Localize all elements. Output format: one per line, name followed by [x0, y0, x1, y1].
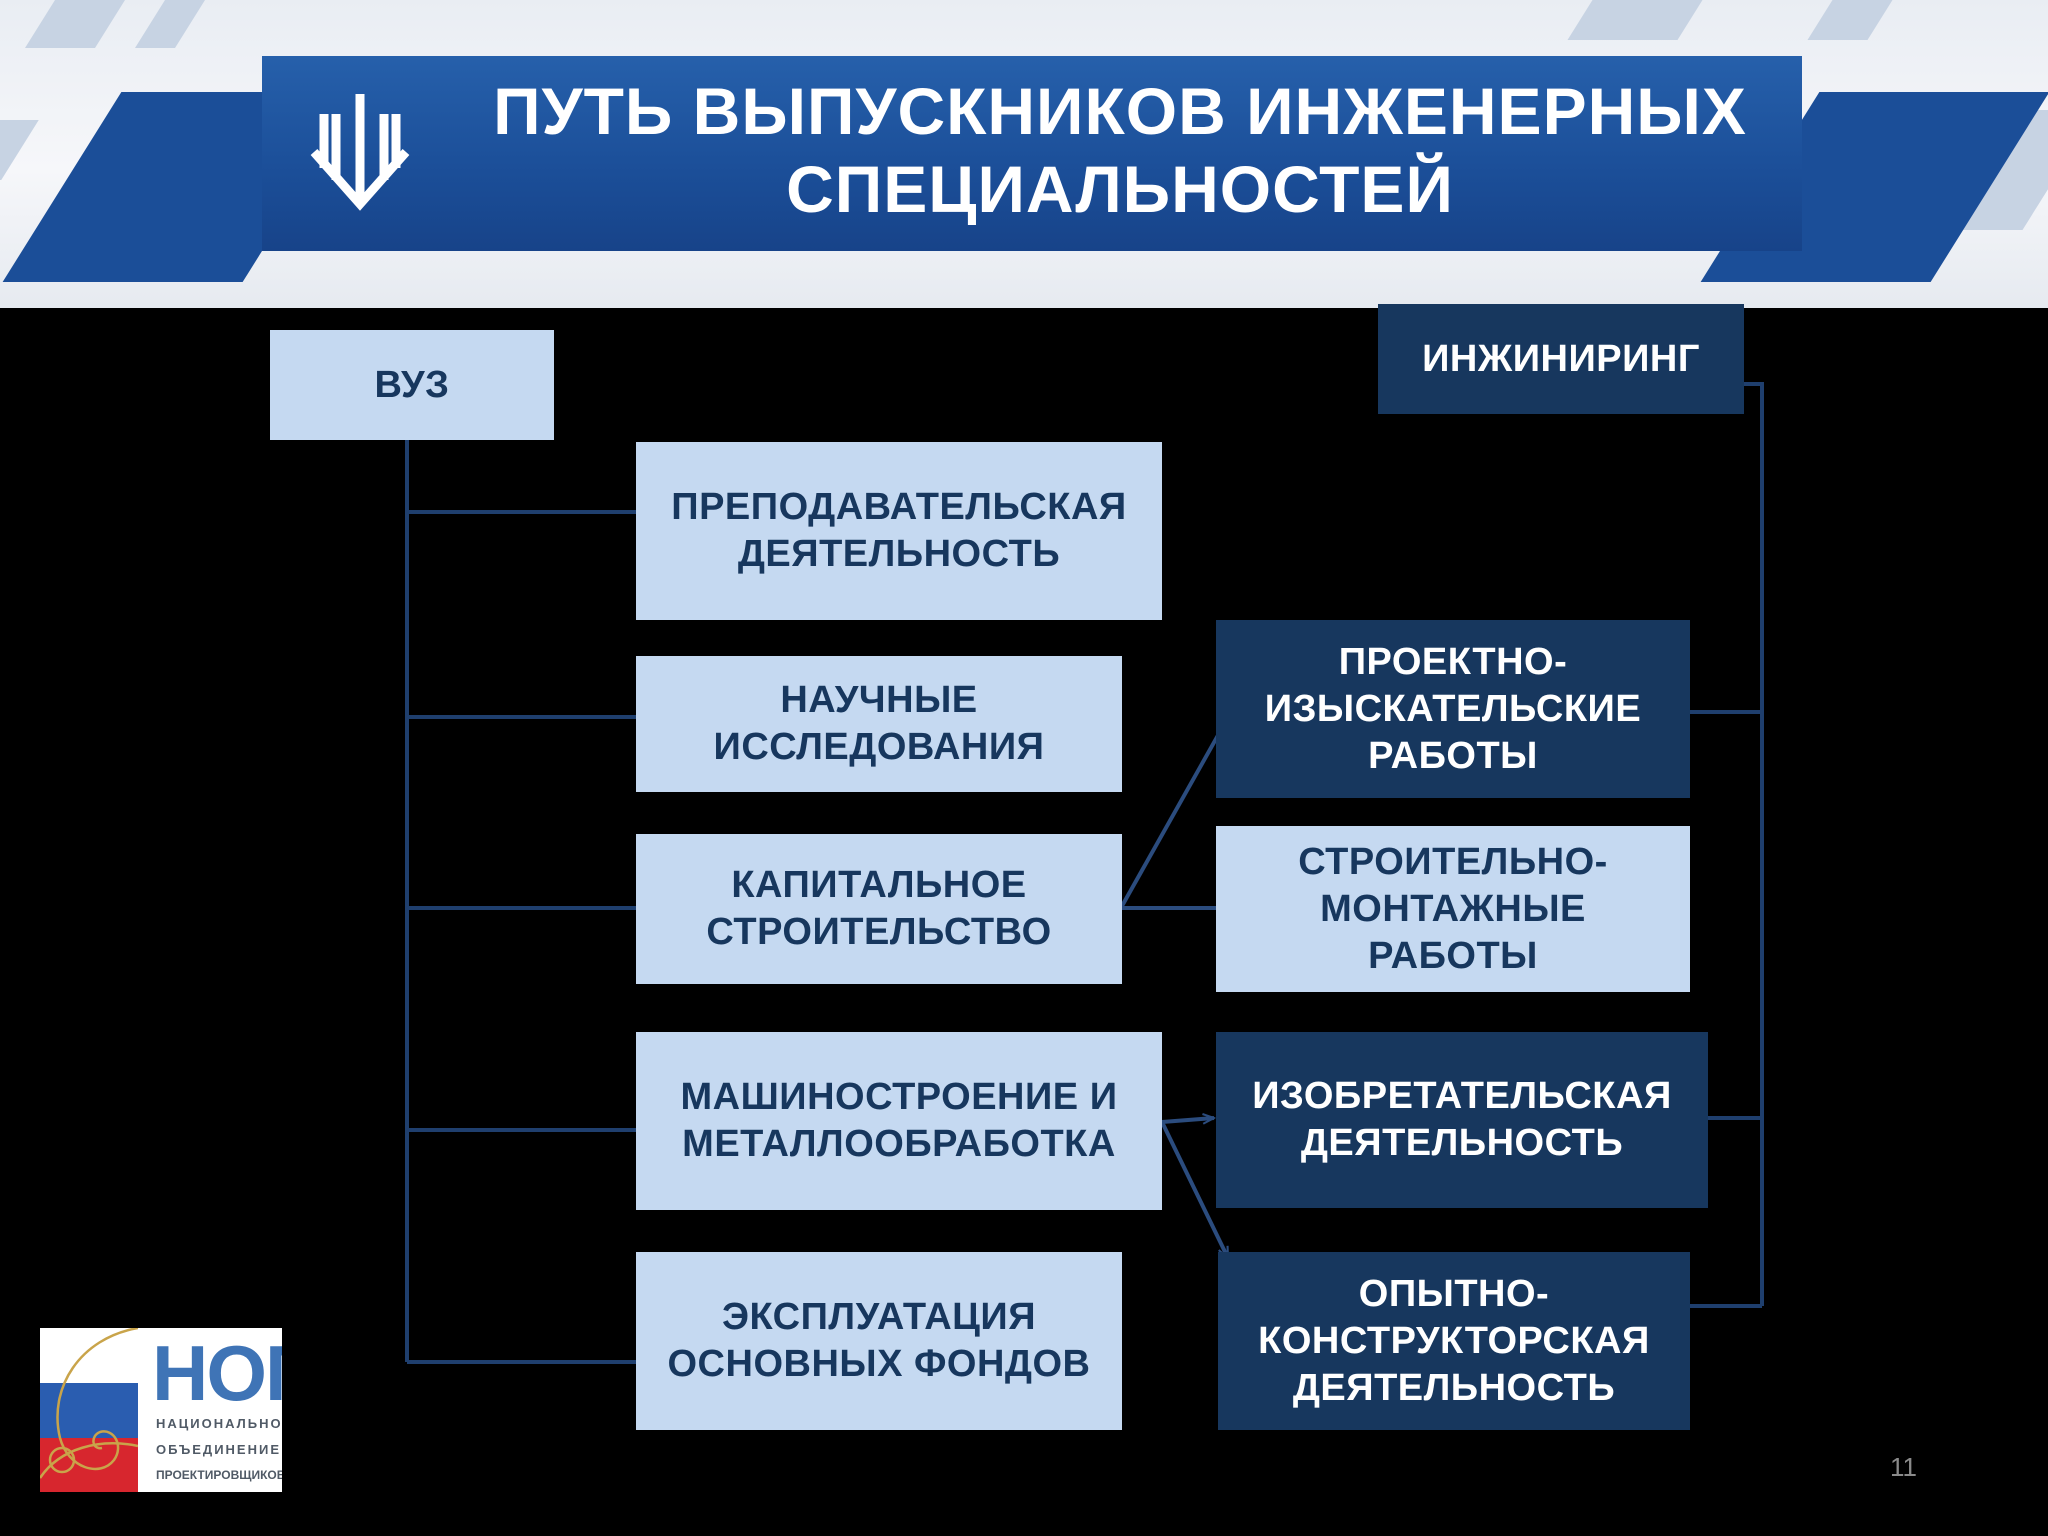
node-research-line-1: НАУЧНЫЕ: [780, 679, 978, 721]
node-fixed-assets-line-1: ЭКСПЛУАТАЦИЯ: [721, 1296, 1037, 1338]
node-vuz-label: ВУЗ: [374, 363, 450, 406]
node-research: НАУЧНЫЕ ИССЛЕДОВАНИЯ: [636, 656, 1122, 792]
node-teaching: ПРЕПОДАВАТЕЛЬСКАЯ ДЕЯТЕЛЬНОСТЬ: [636, 442, 1162, 620]
page-title: ПУТЬ ВЫПУСКНИКОВ ИНЖЕНЕРНЫХ СПЕЦИАЛЬНОСТ…: [440, 72, 1800, 228]
header-band: ПУТЬ ВЫПУСКНИКОВ ИНЖЕНЕРНЫХ СПЕЦИАЛЬНОСТ…: [0, 0, 2048, 308]
nop-logo-line-2: ОБЪЕДИНЕНИЕ: [156, 1442, 282, 1457]
node-vuz: ВУЗ: [270, 330, 554, 440]
node-capital-construction-line-2: СТРОИТЕЛЬСТВО: [706, 911, 1052, 953]
node-experimental-design-line-2: КОНСТРУКТОРСКАЯ: [1258, 1319, 1650, 1362]
company-logo-icon: [310, 94, 410, 211]
title-banner: [262, 56, 1802, 251]
arrow-machine-to-experimental: [1160, 1121, 1230, 1258]
node-machine-building-line-2: МЕТАЛЛООБРАБОТКА: [682, 1123, 1116, 1165]
engineering-trunk-line: [1744, 382, 1764, 1306]
nop-logo: НОП НАЦИОНАЛЬНОЕ ОБЪЕДИНЕНИЕ ПРОЕКТИРОВЩ…: [40, 1328, 282, 1492]
nop-logo-line-3: ПРОЕКТИРОВЩИКОВ: [156, 1468, 282, 1482]
page-number: 11: [1890, 1452, 1917, 1482]
node-machine-building-line-1: МАШИНОСТРОЕНИЕ И: [680, 1076, 1118, 1118]
nop-logo-line-1: НАЦИОНАЛЬНОЕ: [156, 1416, 282, 1431]
node-inventive-line-1: ИЗОБРЕТАТЕЛЬСКАЯ: [1252, 1075, 1672, 1117]
node-experimental-design: ОПЫТНО- КОНСТРУКТОРСКАЯ ДЕЯТЕЛЬНОСТЬ: [1218, 1252, 1690, 1430]
node-fixed-assets: ЭКСПЛУАТАЦИЯ ОСНОВНЫХ ФОНДОВ: [636, 1252, 1122, 1430]
node-inventive: ИЗОБРЕТАТЕЛЬСКАЯ ДЕЯТЕЛЬНОСТЬ: [1216, 1032, 1708, 1208]
node-capital-construction: КАПИТАЛЬНОЕ СТРОИТЕЛЬСТВО: [636, 834, 1122, 984]
node-design-survey-line-3: РАБОТЫ: [1368, 734, 1538, 777]
node-construction-installation-line-3: РАБОТЫ: [1368, 934, 1538, 977]
russian-flag-spiral-icon: [40, 1328, 138, 1492]
node-capital-construction-line-1: КАПИТАЛЬНОЕ: [731, 864, 1027, 906]
node-engineering: ИНЖИНИРИНГ: [1378, 304, 1744, 414]
node-engineering-label: ИНЖИНИРИНГ: [1422, 337, 1700, 380]
node-construction-installation: СТРОИТЕЛЬНО- МОНТАЖНЫЕ РАБОТЫ: [1216, 826, 1690, 992]
node-experimental-design-line-1: ОПЫТНО-: [1358, 1272, 1550, 1315]
node-machine-building: МАШИНОСТРОЕНИЕ И МЕТАЛЛООБРАБОТКА: [636, 1032, 1162, 1210]
node-design-survey-line-1: ПРОЕКТНО-: [1338, 640, 1568, 683]
node-fixed-assets-line-2: ОСНОВНЫХ ФОНДОВ: [667, 1343, 1091, 1385]
nop-logo-title: НОП: [152, 1329, 282, 1417]
node-inventive-line-2: ДЕЯТЕЛЬНОСТЬ: [1300, 1122, 1624, 1164]
page-title-line-2: СПЕЦИАЛЬНОСТЕЙ: [786, 152, 1454, 226]
node-design-survey-line-2: ИЗЫСКАТЕЛЬСКИЕ: [1264, 687, 1642, 730]
node-design-survey: ПРОЕКТНО- ИЗЫСКАТЕЛЬСКИЕ РАБОТЫ: [1216, 620, 1690, 798]
arrow-machine-to-inventive: [1161, 1118, 1214, 1122]
node-construction-installation-line-1: СТРОИТЕЛЬНО-: [1298, 840, 1608, 883]
node-teaching-line-1: ПРЕПОДАВАТЕЛЬСКАЯ: [671, 486, 1127, 528]
page-title-line-1: ПУТЬ ВЫПУСКНИКОВ ИНЖЕНЕРНЫХ: [493, 74, 1747, 148]
node-construction-installation-line-2: МОНТАЖНЫЕ: [1320, 887, 1586, 930]
arrow-capital-to-design: [1120, 714, 1232, 907]
node-experimental-design-line-3: ДЕЯТЕЛЬНОСТЬ: [1292, 1366, 1616, 1409]
node-teaching-line-2: ДЕЯТЕЛЬНОСТЬ: [737, 533, 1061, 575]
node-research-line-2: ИССЛЕДОВАНИЯ: [713, 726, 1045, 768]
